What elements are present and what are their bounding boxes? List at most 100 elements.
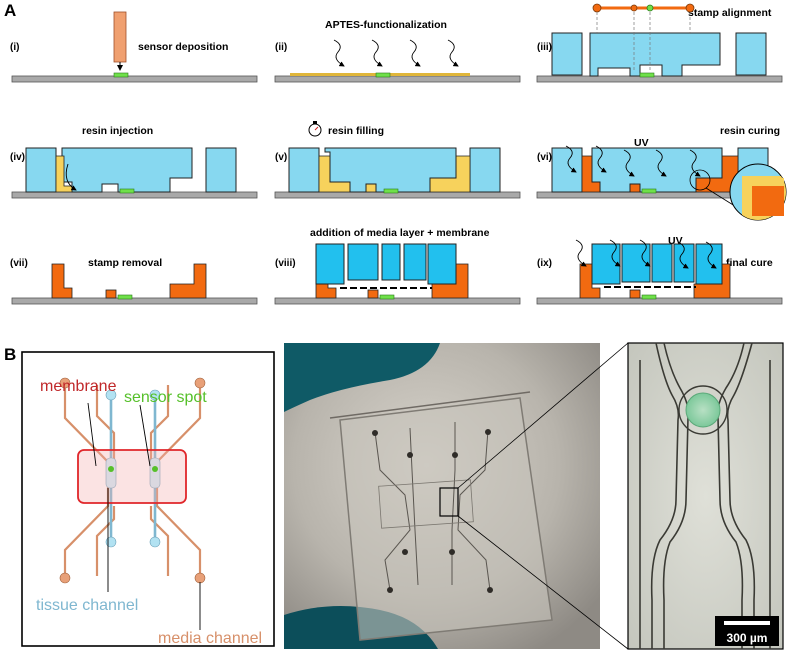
step-caption: sensor deposition [138,41,228,53]
zoom-inset [689,163,787,221]
treatment-arrow [333,39,345,67]
step-1: (i) sensor deposition [10,11,258,83]
membrane-label: membrane [40,378,117,395]
substrate [536,297,783,305]
media-port [59,377,206,584]
treatment-arrow [371,39,383,67]
cured-resin [51,263,73,299]
uv-arrow [575,239,587,267]
stamp-post [205,147,237,193]
uv-arrow [639,239,651,267]
sensor-spot [641,188,657,194]
media-layer [427,243,457,285]
scale-bar-label: 300 µm [727,631,768,645]
step-8: (viii) addition of media layer + membran… [274,227,521,305]
tissue-channel-label: tissue channel [36,597,138,614]
uv-arrow [677,241,689,269]
photo-ports [372,429,493,593]
step-caption: final cure [726,257,773,269]
alignment-marker [646,4,654,12]
media-channel-label: media channel [158,630,262,647]
step-numeral: (ii) [275,42,287,53]
step-numeral: (v) [275,152,287,163]
substrate [274,297,521,305]
uv-arrow [595,145,607,173]
sensor-spot-label: sensor spot [124,389,207,406]
treatment-arrow [447,39,459,67]
photo-channels [374,422,491,591]
step-caption: resin injection [82,125,153,137]
uv-arrow [565,145,577,173]
uv-label: UV [634,137,649,149]
stamp-post [25,147,57,193]
chip-schematic: membrane sensor spot tissue channel medi… [21,351,275,647]
stamp-post [469,147,501,193]
stamp [589,32,721,77]
micrograph-sensor-spot [685,392,721,428]
substrate [536,75,783,83]
cured-resin [629,183,641,193]
media-layer [347,243,379,281]
micrograph: 300 µm [627,342,784,650]
micrograph-chamber [678,385,728,435]
pointer-line [139,404,151,467]
stamp-post [735,32,767,76]
panel-letter-a: A [4,1,16,20]
media-layer [695,243,723,285]
step-6: (vi) resin curing UV [536,125,787,221]
step-numeral: (iii) [537,42,552,53]
chip-edge [329,391,531,419]
alignment-marker [630,4,638,12]
sensor-spot [117,294,133,300]
step-caption: stamp alignment [688,7,772,19]
tissue-port [105,389,161,548]
step-caption: addition of media layer + membrane [310,227,490,239]
scale-bar-line [724,621,770,625]
treatment-arrow [409,39,421,67]
media-layer [315,243,345,285]
step-caption: resin curing [720,125,780,137]
sensor-spot [641,294,657,300]
cured-resin [367,289,379,299]
cured-resin [169,263,207,299]
sensor-spot [113,72,129,78]
chip [339,397,553,641]
media-layer [381,243,401,281]
photo-membrane [378,479,474,529]
substrate [11,297,258,305]
uv-arrow [609,239,621,267]
substrate [11,191,258,199]
step-numeral: (vi) [537,152,552,163]
stamp-post [551,32,583,76]
step-caption: resin filling [328,125,384,137]
micrograph-channels [639,342,771,649]
media-layer [651,243,673,283]
media-layer [403,243,427,281]
stamp-post [551,147,583,193]
membrane-region [77,449,187,504]
step-9: (ix) final cure UV [536,235,783,305]
zoom-box [439,487,459,517]
pointer-line [87,402,97,467]
chip-photo [284,342,629,650]
stamp [61,147,193,193]
step-4: (iv) resin injection [10,125,258,199]
alignment-marker [592,3,602,13]
step-numeral: (ix) [537,258,552,269]
panel-letter-b: B [4,345,16,364]
dispenser-needle [113,11,127,63]
step-5: (v) resin filling [274,121,521,199]
alignment-marker [685,3,695,13]
sensor-spot [119,188,135,194]
scale-bar: 300 µm [715,616,779,646]
cured-resin [629,289,641,299]
cured-resin [105,289,117,299]
step-7: (vii) stamp removal [10,257,258,305]
step-3: (iii) stamp alignment [536,3,783,83]
stamp [324,147,457,193]
sensor-spot [379,294,395,300]
resin [365,183,377,193]
sensor-spot [639,72,655,78]
step-numeral: (i) [10,42,19,53]
